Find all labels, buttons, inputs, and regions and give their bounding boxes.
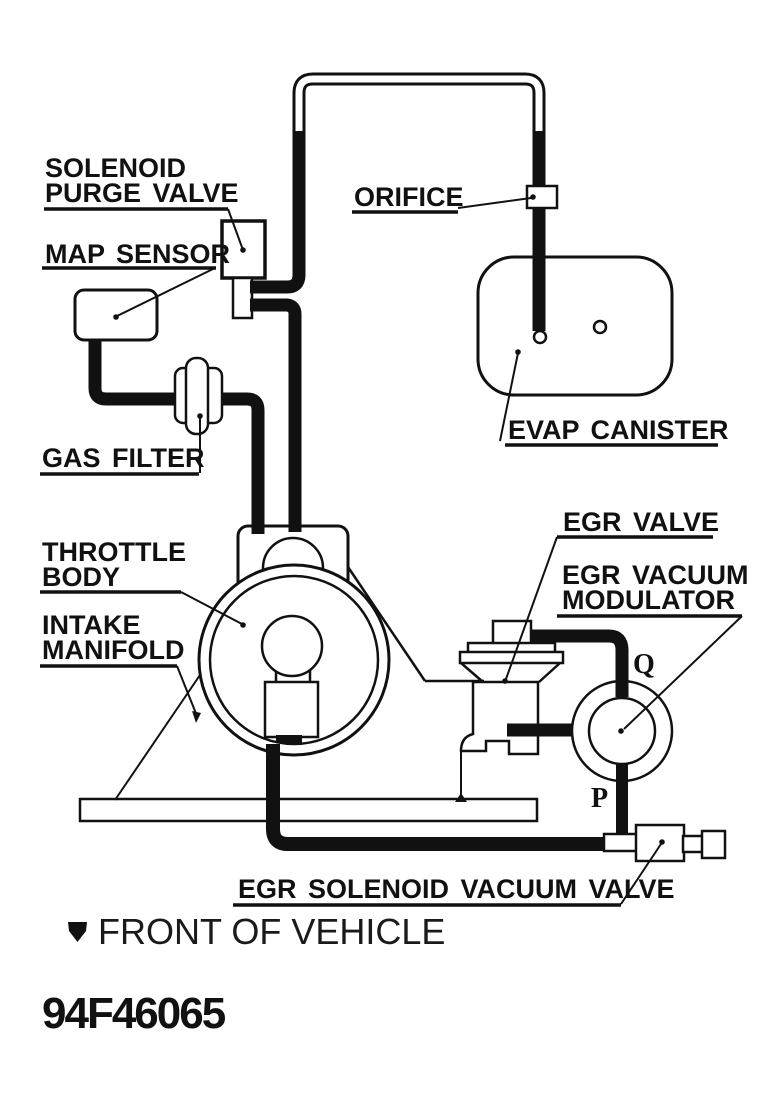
throttle-bore-inner xyxy=(208,574,380,746)
gas-filter-capsule xyxy=(184,356,210,436)
egr-valve-body xyxy=(459,680,540,756)
label-evap-canister: EVAP CANISTER xyxy=(508,415,729,445)
label-egr-vacuum-modulator-line1: EGR VACUUM xyxy=(562,560,749,590)
hose-purge-to-throttle xyxy=(250,298,302,532)
solenoid-valve-connector xyxy=(602,832,639,853)
egr-pipe-foot xyxy=(455,793,467,802)
solenoid-valve-neck xyxy=(681,834,705,854)
solenoid-valve-cap xyxy=(700,829,727,860)
leader-lines xyxy=(116,197,743,905)
purge-valve-nozzle xyxy=(231,276,254,320)
label-map-sensor: MAP SENSOR xyxy=(45,239,230,269)
label-orifice: ORIFICE xyxy=(354,182,464,212)
gas-filter xyxy=(173,356,224,436)
throttle-center-port xyxy=(260,614,324,678)
throttle-body xyxy=(197,524,391,757)
intake-manifold-bar xyxy=(78,797,539,823)
label-gas-filter: GAS FILTER xyxy=(42,443,205,473)
orifice xyxy=(525,184,559,210)
label-port-q: Q xyxy=(633,649,655,680)
labels: SOLENOID PURGE VALVE MAP SENSOR ORIFICE … xyxy=(40,153,749,907)
label-solenoid-purge-valve-line1: SOLENOID xyxy=(45,153,186,183)
egr-valve xyxy=(455,619,565,802)
front-of-vehicle-arrow-icon xyxy=(68,922,87,942)
evap-canister-ports xyxy=(532,319,608,345)
label-port-p: P xyxy=(591,783,608,814)
hose-throttle-to-solenoid-valve xyxy=(266,744,607,851)
evap-canister xyxy=(476,255,674,397)
figure-number: 94F46065 xyxy=(42,989,226,1038)
label-throttle-body-line2: BODY xyxy=(42,562,120,592)
throttle-port-opening xyxy=(276,735,302,743)
label-egr-vacuum-modulator-line2: MODULATOR xyxy=(562,585,735,615)
leader-dots xyxy=(113,194,665,845)
front-of-vehicle: FRONT OF VEHICLE xyxy=(68,911,445,952)
hose-outlined-section xyxy=(295,75,543,131)
intake-manifold xyxy=(78,674,539,823)
hose-q xyxy=(531,629,629,697)
label-egr-valve: EGR VALVE xyxy=(563,507,719,537)
hose-map-filter-throttle xyxy=(88,340,265,534)
label-intake-manifold-line1: INTAKE xyxy=(42,610,141,640)
throttle-lower-port xyxy=(263,680,320,739)
evap-canister-body xyxy=(476,255,674,397)
label-throttle-body-line1: THROTTLE xyxy=(42,537,186,567)
manifold-riser-line xyxy=(114,674,201,801)
label-egr-solenoid-vacuum-valve: EGR SOLENOID VACUUM VALVE xyxy=(238,874,675,904)
solenoid-purge-valve xyxy=(220,219,267,320)
label-solenoid-purge-valve-line2: PURGE VALVE xyxy=(45,178,239,208)
front-of-vehicle-text: FRONT OF VEHICLE xyxy=(98,911,445,952)
orifice-body xyxy=(525,184,559,210)
label-intake-manifold-line2: MANIFOLD xyxy=(42,635,184,665)
